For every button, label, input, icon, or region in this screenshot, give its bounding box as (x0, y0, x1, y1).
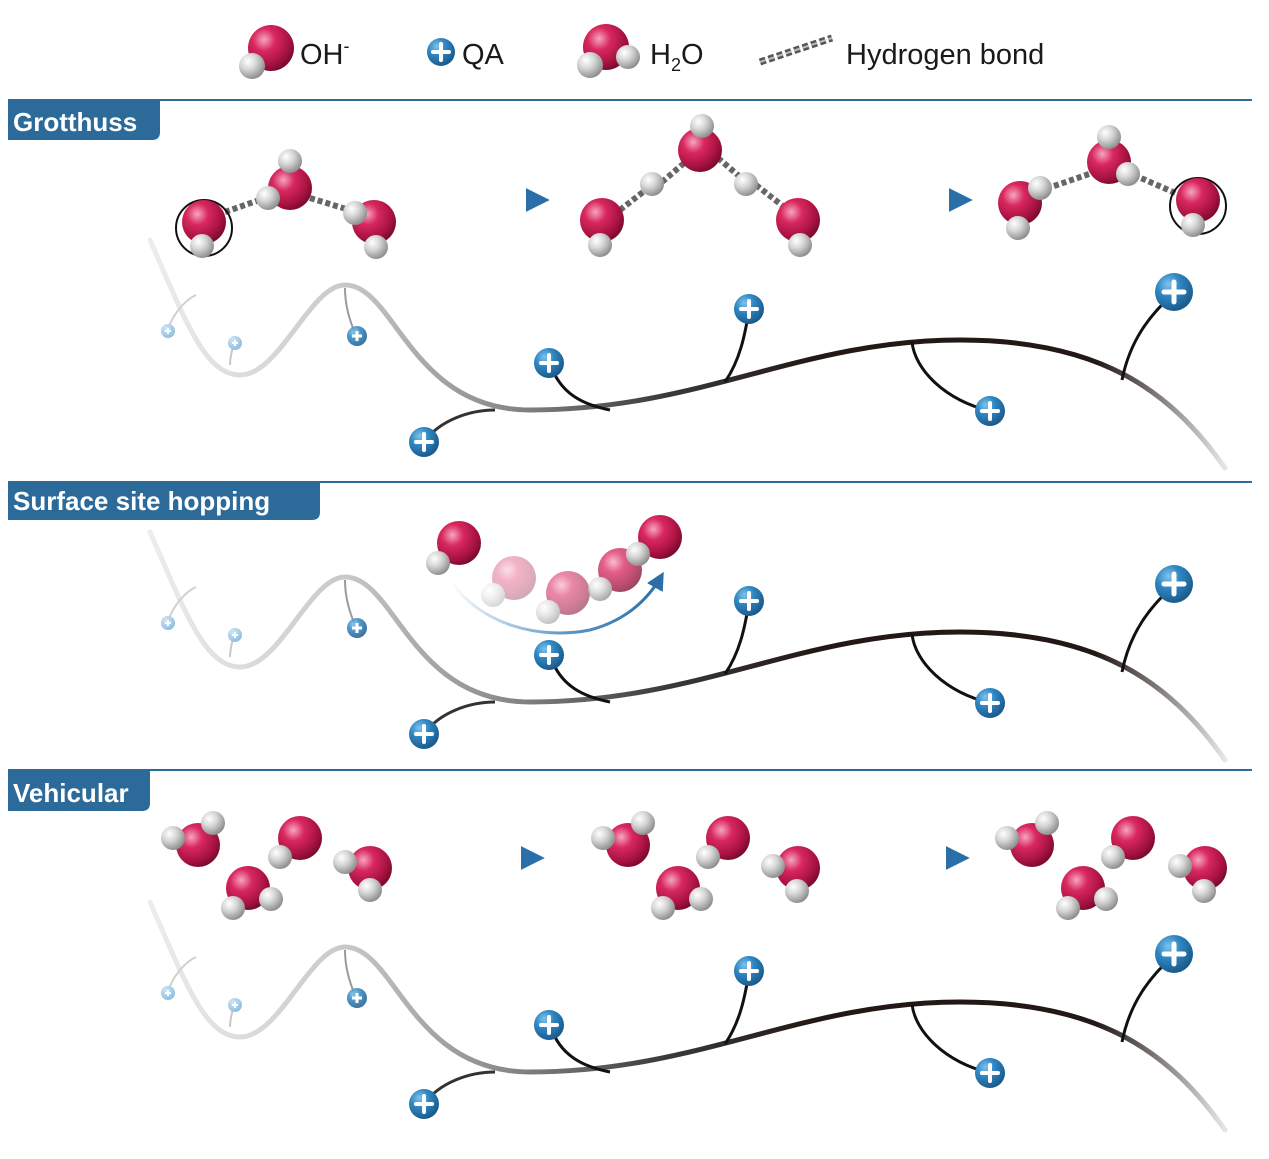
polymer-chain (150, 240, 1225, 468)
qa-icon (347, 326, 367, 346)
polymer-chain (150, 902, 1225, 1130)
panel-tab (8, 482, 320, 520)
legend: OH- QA H2O Hydrogen bond (239, 24, 1044, 79)
qa-icon (975, 1058, 1005, 1088)
qa-icon (975, 688, 1005, 718)
panel-surface-hopping: Surface site hopping (8, 481, 1252, 760)
qa-icon (228, 336, 242, 350)
qa-icon (427, 38, 455, 66)
qa-icon (409, 1089, 439, 1119)
legend-qa-label: QA (462, 39, 505, 71)
panel-vehicular: Vehicular (8, 769, 1252, 1130)
qa-icon (534, 1010, 564, 1040)
panel-tab (8, 770, 150, 811)
legend-hbond-label: Hydrogen bond (846, 39, 1044, 71)
panel-grotthuss: Grotthuss (8, 99, 1252, 468)
oh-ion-icon (239, 25, 294, 79)
panel-tab (8, 100, 160, 140)
grotthuss-stage-1 (175, 149, 396, 259)
panel-title: Grotthuss (13, 107, 137, 137)
grotthuss-stage-3 (998, 125, 1227, 240)
qa-groups (161, 273, 1193, 457)
qa-icon (1155, 935, 1193, 973)
qa-icon (975, 396, 1005, 426)
qa-icon (734, 294, 764, 324)
qa-groups (161, 935, 1193, 1119)
qa-icon (409, 719, 439, 749)
grotthuss-stage-2 (580, 114, 820, 257)
legend-h2o-label: H2O (650, 39, 704, 75)
hopping-trajectory (426, 515, 682, 635)
qa-icon (534, 640, 564, 670)
polymer-chain (150, 532, 1225, 760)
vehicular-stage-1 (161, 811, 392, 920)
qa-icon (1155, 273, 1193, 311)
qa-icon (228, 628, 242, 642)
qa-icon (1155, 565, 1193, 603)
vehicular-stage-3 (995, 811, 1227, 920)
qa-icon (161, 986, 175, 1000)
qa-icon (161, 616, 175, 630)
qa-icon (734, 956, 764, 986)
curved-arrow-icon (448, 571, 664, 635)
qa-icon (534, 348, 564, 378)
panel-title: Surface site hopping (13, 486, 270, 516)
panel-title: Vehicular (13, 778, 129, 808)
vehicular-stage-2 (591, 811, 820, 920)
qa-icon (161, 324, 175, 338)
legend-oh-label: OH- (300, 36, 350, 71)
qa-icon (228, 998, 242, 1012)
hydrogen-bond-icon (758, 34, 834, 66)
qa-icon (734, 586, 764, 616)
water-molecule-icon (577, 24, 640, 78)
qa-icon (409, 427, 439, 457)
qa-icon (347, 618, 367, 638)
qa-icon (347, 988, 367, 1008)
qa-groups (161, 565, 1193, 749)
